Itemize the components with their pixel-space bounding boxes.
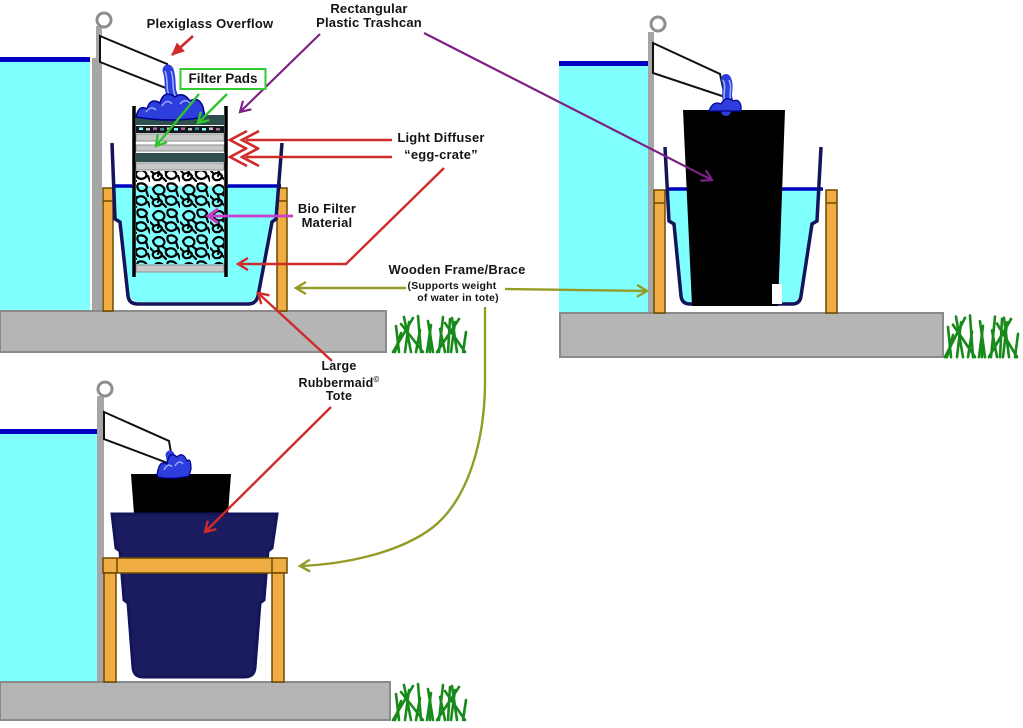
pond-wall	[648, 32, 654, 313]
filter-pad-coarse	[136, 126, 224, 133]
pole-hook-ring	[649, 15, 667, 33]
arrow-trashcan-left	[238, 33, 321, 114]
waterfall-splash	[156, 450, 192, 479]
label-rectangular-plastic-trashcan: Rectangular Plastic Trashcan	[316, 1, 422, 30]
label-plexiglass-overflow: Plexiglass Overflow	[146, 16, 274, 31]
bio-filter-media	[136, 171, 224, 264]
plexiglass-overflow-trough	[99, 34, 173, 92]
pond-wall	[92, 58, 102, 311]
plastic-trashcan	[683, 110, 785, 306]
arrow-tote-lower	[205, 406, 332, 532]
pole-hook-ring	[96, 380, 114, 398]
plastic-trashcan-top	[131, 474, 231, 514]
arrow-tote-upper	[258, 293, 333, 362]
arrow-filter-pads-2	[198, 93, 228, 123]
label-large-rubbermaid-tote: Large Rubbermaid© Tote	[298, 359, 380, 404]
arrow-brace-curve	[300, 307, 487, 566]
grass-tuft	[391, 682, 468, 722]
pond-waterline	[0, 57, 90, 62]
pond-water	[0, 62, 90, 311]
scene-filter-detail	[0, 11, 468, 354]
arrow-trashcan-right	[423, 32, 714, 182]
pond-wall	[97, 396, 104, 682]
ground-ledge	[559, 312, 944, 358]
light-diffuser-layer	[135, 133, 225, 142]
rubbermaid-tote	[110, 512, 279, 679]
pond-water	[559, 66, 648, 313]
plexiglass-overflow-trough	[652, 41, 727, 99]
diffuser-layer-2	[135, 162, 225, 171]
ground-ledge	[0, 681, 391, 721]
trashcan-walls	[132, 106, 228, 277]
label-egg-crate: “egg-crate”	[404, 147, 478, 162]
pole-hook-ring	[95, 11, 113, 29]
label-bio-filter-material: Bio Filter Material	[297, 201, 357, 230]
wooden-braces	[653, 189, 838, 314]
arrow-plexiglass	[171, 35, 194, 56]
label-filter-pads: Filter Pads	[179, 68, 267, 90]
waterfall-splash	[708, 74, 742, 116]
label-wooden-frame-sub1: (Supports weight	[407, 280, 497, 292]
wooden-braces	[102, 187, 288, 312]
scene-trashcan-in-tote	[559, 15, 1020, 359]
arrow-filter-pads-1	[156, 93, 200, 146]
grass-tuft	[391, 314, 468, 354]
bottom-egg-crate	[135, 264, 225, 273]
callout-arrows	[156, 32, 714, 566]
ground-ledge	[0, 310, 387, 353]
arrow-brace-right	[504, 289, 647, 291]
grass-tuft	[943, 314, 1020, 359]
label-wooden-frame-brace: Wooden Frame/Brace	[388, 262, 526, 277]
plexiglass-overflow-trough	[103, 410, 175, 467]
egg-crate-layer	[135, 144, 225, 152]
scene-tote-on-frame	[0, 380, 468, 722]
arrow-egg-crate-upper	[227, 146, 392, 168]
pond-water	[0, 434, 97, 682]
pond-waterline	[0, 429, 97, 434]
wooden-frame	[102, 557, 288, 683]
label-light-diffuser: Light Diffuser	[397, 130, 485, 145]
label-wooden-frame-sub2: of water in tote)	[417, 292, 499, 304]
arrow-egg-crate-bottom	[238, 167, 445, 264]
pond-waterline	[559, 61, 648, 66]
registered-mark: ©	[373, 375, 380, 384]
arrow-light-diffuser	[227, 129, 392, 151]
trashcan-notch	[772, 284, 782, 304]
filter-pad-bottom	[136, 153, 224, 162]
